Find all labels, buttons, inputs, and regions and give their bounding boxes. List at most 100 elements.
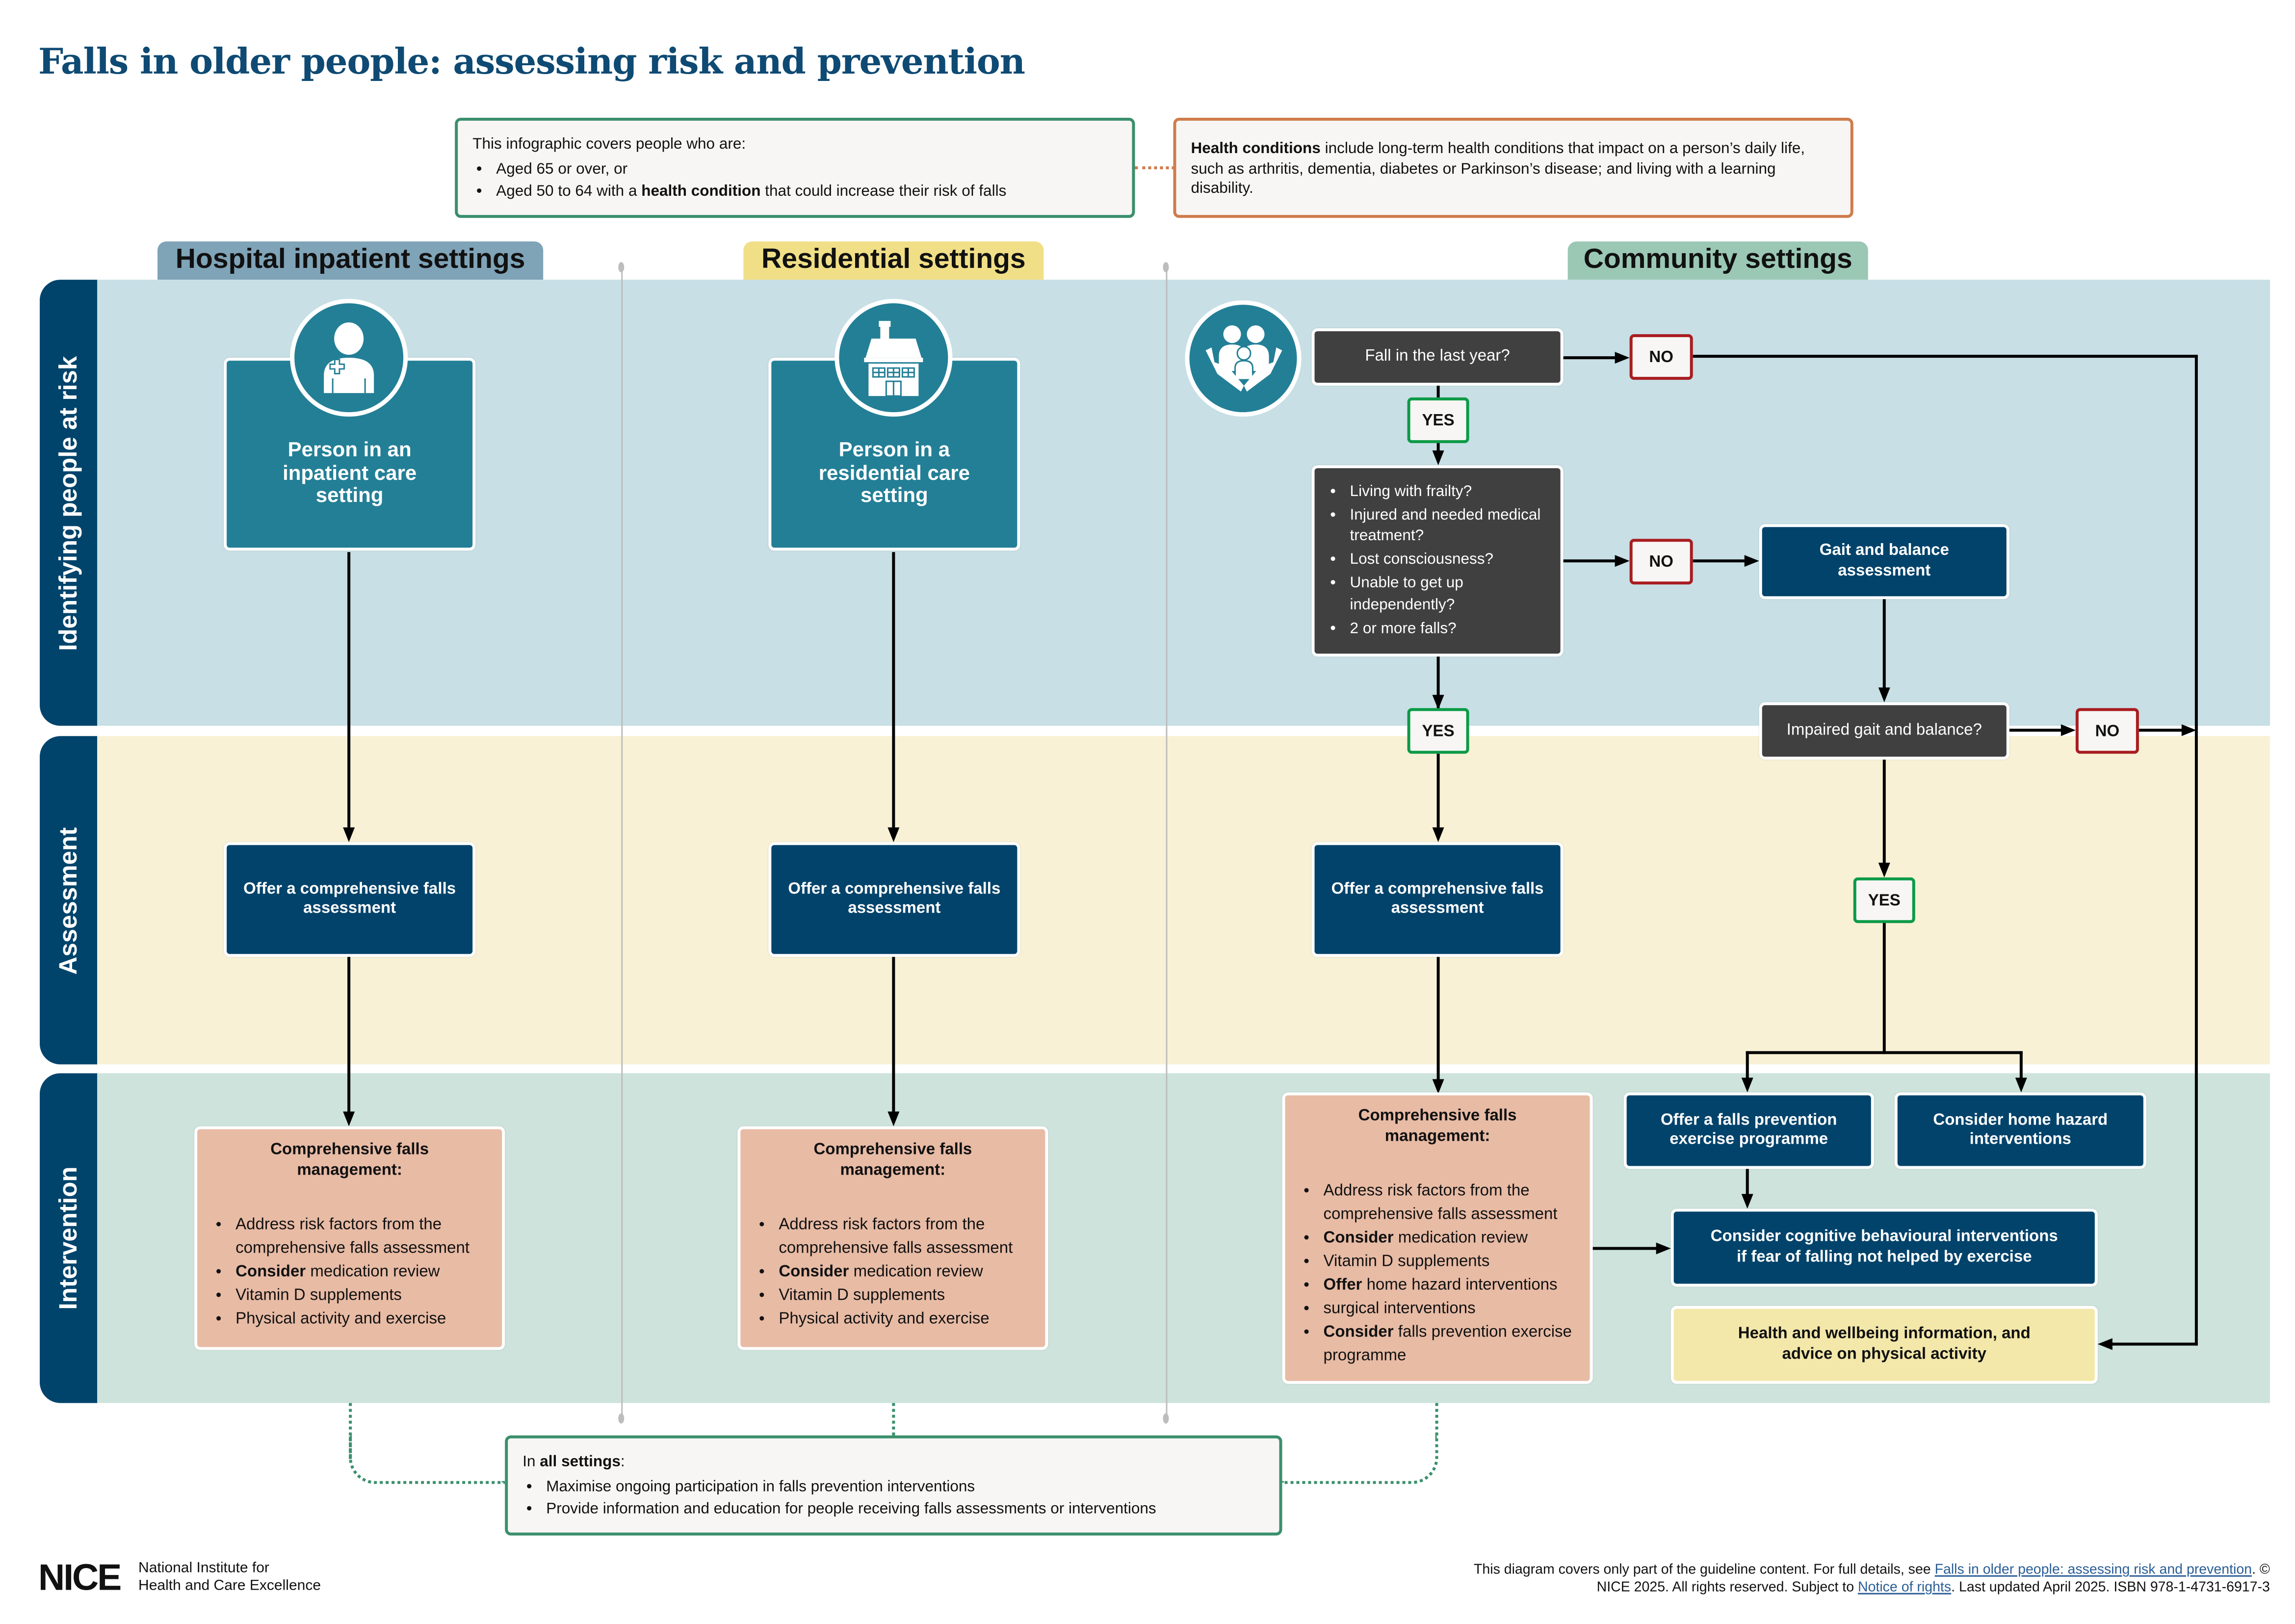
org-line: National Institute for: [138, 1560, 269, 1577]
health-conditions-term: Health conditions: [1191, 140, 1321, 158]
home-hazard-box[interactable]: Consider home hazard interventions: [1894, 1092, 2146, 1169]
arrow-down: [2015, 1077, 2027, 1093]
footer-text: . Last updated April 2025. ISBN 978-1-47…: [1951, 1579, 2270, 1596]
connector: [892, 957, 895, 1112]
wellbeing-label: Health and wellbeing information, and ad…: [1738, 1325, 2031, 1363]
arrow-right: [2060, 724, 2076, 736]
risk-factor-item: 2 or more falls?: [1350, 618, 1546, 639]
page-title: Falls in older people: assessing risk an…: [38, 40, 1025, 83]
arrow-right: [2181, 724, 2196, 736]
arrow-down: [1741, 1194, 1753, 1209]
question-risk-factors[interactable]: Living with frailty? Injured and needed …: [1311, 465, 1564, 657]
all-settings-list: Maximise ongoing participation in falls …: [522, 1477, 1264, 1521]
arrow-down: [1432, 827, 1444, 842]
question-impaired-gait[interactable]: Impaired gait and balance?: [1759, 702, 2009, 760]
connector: [1436, 656, 1440, 708]
arrow-down: [887, 1111, 900, 1126]
wellbeing-box[interactable]: Health and wellbeing information, and ad…: [1670, 1306, 2098, 1384]
connector: [1746, 1169, 1749, 1196]
all-settings-connector: [1280, 1435, 1438, 1484]
hospital-assessment-box[interactable]: Offer a comprehensive falls assessment: [224, 842, 476, 957]
arrow-down: [887, 827, 900, 842]
residential-management-box: Comprehensive falls management: Address …: [737, 1126, 1048, 1350]
footer-text: This diagram covers only part of the gui…: [1473, 1562, 1935, 1578]
footer-text: . © NICE 2025. All rights reserved. Subj…: [1596, 1562, 2270, 1596]
scope-item-bold: health condition: [641, 183, 761, 201]
risk-factor-item: Injured and needed medical treatment?: [1350, 504, 1546, 547]
management-list: Address risk factors from the comprehens…: [755, 1213, 1030, 1331]
tab-residential-settings: Residential settings: [743, 241, 1044, 280]
community-assessment-label: Offer a comprehensive falls assessment: [1331, 879, 1544, 917]
nurse-glyph: [324, 322, 374, 393]
no-badge: NO: [1629, 539, 1693, 585]
all-settings-connector: [1435, 1403, 1438, 1436]
house-icon: [835, 299, 953, 417]
hospital-start-label: Person in an inpatient care setting: [283, 437, 417, 507]
arrow-down: [343, 1111, 355, 1126]
connector: [1436, 754, 1440, 828]
guideline-link[interactable]: Falls in older people: assessing risk an…: [1934, 1562, 2252, 1578]
risk-factor-item: Living with frailty?: [1350, 481, 1546, 502]
no-badge: NO: [1629, 334, 1693, 380]
management-heading: Comprehensive falls management:: [1358, 1107, 1517, 1145]
arrow-left: [2097, 1338, 2112, 1350]
management-list: Address risk factors from the comprehens…: [212, 1213, 487, 1331]
divider-cap: [1163, 1413, 1169, 1424]
scope-item-text: Aged 50 to 64 with a: [496, 183, 642, 201]
community-management-box: Comprehensive falls management: Address …: [1282, 1092, 1593, 1384]
management-item: Address risk factors from the comprehens…: [235, 1213, 487, 1260]
footer-note: This diagram covers only part of the gui…: [1458, 1562, 2270, 1598]
question-label: Fall in the last year?: [1365, 347, 1510, 365]
management-item: Offer home hazard interventions: [1324, 1274, 1575, 1297]
management-item: Vitamin D supplements: [779, 1284, 1030, 1308]
home-hazard-label: Consider home hazard interventions: [1933, 1110, 2108, 1149]
connector: [2019, 1051, 2023, 1079]
house-glyph: [864, 321, 923, 397]
gait-assessment-label: Gait and balance assessment: [1819, 542, 1949, 579]
connector: [1563, 559, 1617, 563]
connector: [1882, 760, 1886, 864]
hospital-management-box: Comprehensive falls management: Address …: [194, 1126, 505, 1350]
no-badge: NO: [2075, 708, 2139, 754]
question-fall-last-year[interactable]: Fall in the last year?: [1311, 328, 1564, 386]
all-settings-heading: In all settings:: [522, 1453, 625, 1471]
lane-label-text: Assessment: [53, 826, 82, 974]
management-item: Consider medication review: [1324, 1227, 1575, 1250]
connector: [1436, 957, 1440, 1079]
arrow-down: [1878, 687, 1890, 703]
column-divider: [621, 268, 623, 1419]
connector: [1693, 355, 2198, 358]
management-item: Physical activity and exercise: [779, 1308, 1030, 1331]
management-heading: Comprehensive falls management:: [813, 1141, 972, 1179]
all-settings-connector: [349, 1403, 352, 1459]
gait-balance-assessment-box[interactable]: Gait and balance assessment: [1759, 524, 2009, 600]
management-item: Consider medication review: [779, 1260, 1030, 1284]
management-heading: Comprehensive falls management:: [270, 1141, 429, 1179]
lane-label-identifying: Identifying people at risk: [40, 280, 98, 726]
lane-label-assessment: Assessment: [40, 736, 98, 1065]
connector: [1563, 356, 1617, 360]
notice-of-rights-link[interactable]: Notice of rights: [1857, 1579, 1952, 1596]
nice-logo: NICE: [38, 1557, 122, 1599]
lane-label-intervention: Intervention: [40, 1073, 98, 1403]
exercise-programme-box[interactable]: Offer a falls prevention exercise progra…: [1623, 1092, 1874, 1169]
connector: [1882, 923, 1886, 1054]
health-conditions-box: Health conditions include long-term heal…: [1173, 118, 1853, 218]
scope-intro: This infographic covers people who are:: [472, 135, 746, 154]
org-line: Health and Care Excellence: [138, 1578, 321, 1595]
divider-cap: [1163, 262, 1169, 273]
yes-badge: YES: [1407, 708, 1469, 754]
tab-hospital-inpatient-settings: Hospital inpatient settings: [157, 241, 544, 280]
yes-badge: YES: [1407, 397, 1469, 444]
community-assessment-box[interactable]: Offer a comprehensive falls assessment: [1311, 842, 1564, 957]
management-item: Consider medication review: [235, 1260, 487, 1284]
divider-cap: [618, 262, 625, 273]
connector: [1592, 1247, 1658, 1250]
connector: [1746, 1051, 2023, 1054]
divider-cap: [618, 1413, 625, 1424]
arrow-down: [1878, 863, 1890, 878]
cbt-box[interactable]: Consider cognitive behavioural intervent…: [1670, 1208, 2098, 1287]
residential-assessment-box[interactable]: Offer a comprehensive falls assessment: [768, 842, 1020, 957]
family-glyph: [1204, 324, 1282, 391]
